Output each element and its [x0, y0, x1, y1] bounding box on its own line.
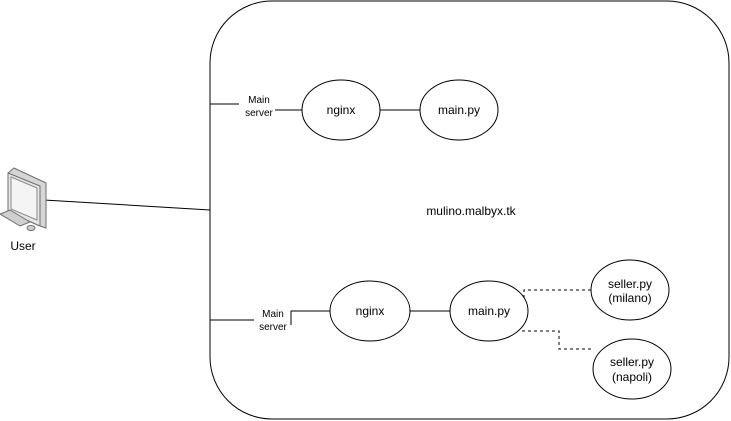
main-to-seller-napoli-dashed-line — [522, 330, 594, 350]
top-main-label: main.py — [438, 103, 480, 117]
desktop-computer-icon — [0, 167, 47, 231]
top-nginx-label: nginx — [327, 103, 356, 117]
top-port-label-line2: server — [245, 108, 273, 119]
user-label: User — [10, 239, 35, 253]
seller-napoli-label-line2: (napoli) — [612, 370, 652, 384]
bottom-port-label-line2: server — [259, 322, 287, 333]
top-main-node — [419, 79, 499, 141]
user-connection-line — [43, 199, 211, 211]
seller-milano-label-line1: seller.py — [608, 277, 652, 291]
seller-milano-node — [590, 259, 670, 321]
seller-napoli-label-line1: seller.py — [610, 355, 654, 369]
bottom-main-node — [449, 280, 529, 342]
container-label: mulino.malbyx.tk — [426, 204, 516, 218]
seller-napoli-node — [592, 338, 672, 400]
seller-milano-label-line2: (milano) — [608, 291, 651, 305]
main-to-seller-milano-dashed-line — [523, 289, 591, 298]
bottom-port-to-nginx-line — [290, 310, 330, 325]
bottom-main-label: main.py — [468, 304, 510, 318]
top-port-label-line1: Main — [248, 95, 270, 106]
bottom-port-label-line1: Main — [262, 309, 284, 320]
bottom-nginx-label: nginx — [356, 304, 385, 318]
